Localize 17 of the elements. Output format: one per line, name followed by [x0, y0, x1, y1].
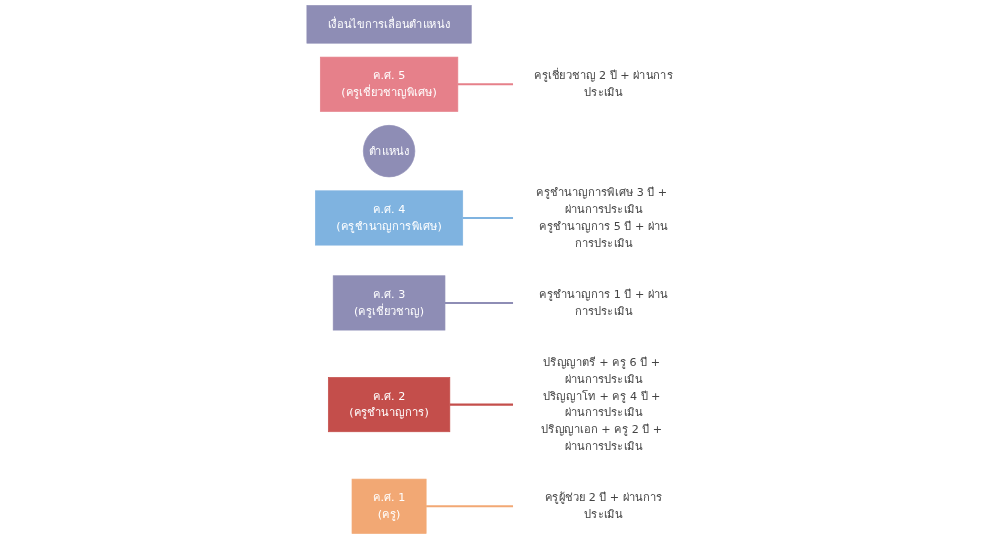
- connector: [457, 83, 514, 86]
- node-text: ครูเชี่ยวชาญ 2 ปี + ผ่านการประเมิน: [534, 68, 673, 99]
- node-box: ค.ศ. 5 (ครูเชี่ยวชาญพิเศษ): [319, 56, 459, 112]
- node-circle: ตำแหน่ง: [362, 125, 416, 178]
- connector: [462, 216, 514, 219]
- node-box: เงื่อนไขการเลื่อนตำแหน่ง: [306, 5, 472, 44]
- node-box: ค.ศ. 2 (ครูชำนาญการ): [327, 377, 451, 433]
- node-text: ครูชำนาญการพิเศษ 3 ปี + ผ่านการประเมิน ครูชำนาญการ 5 ปี + ผ่านการประเมิน: [536, 185, 668, 250]
- node-box: ค.ศ. 1 (ครู): [351, 478, 427, 534]
- node-box: ค.ศ. 3 (ครูเชี่ยวชาญ): [332, 275, 446, 331]
- node-text: ครูชำนาญการ 1 ปี + ผ่านการประเมิน: [539, 287, 668, 318]
- node-text: ปริญญาตรี + ครู 6 ปี + ผ่านการประเมิน ปริญญาโท + ครู 4 ปี + ผ่านการประเมิน ปริญญาเอก + ครู 2 ปี + ผ่านการประเมิน: [541, 355, 663, 453]
- connector: [449, 403, 514, 406]
- node-box: ค.ศ. 4 (ครูชำนาญการพิเศษ): [315, 190, 464, 246]
- node-text: ครูผู้ช่วย 2 ปี + ผ่านการประเมิน: [544, 490, 663, 521]
- connector: [444, 301, 514, 304]
- connector: [426, 505, 514, 508]
